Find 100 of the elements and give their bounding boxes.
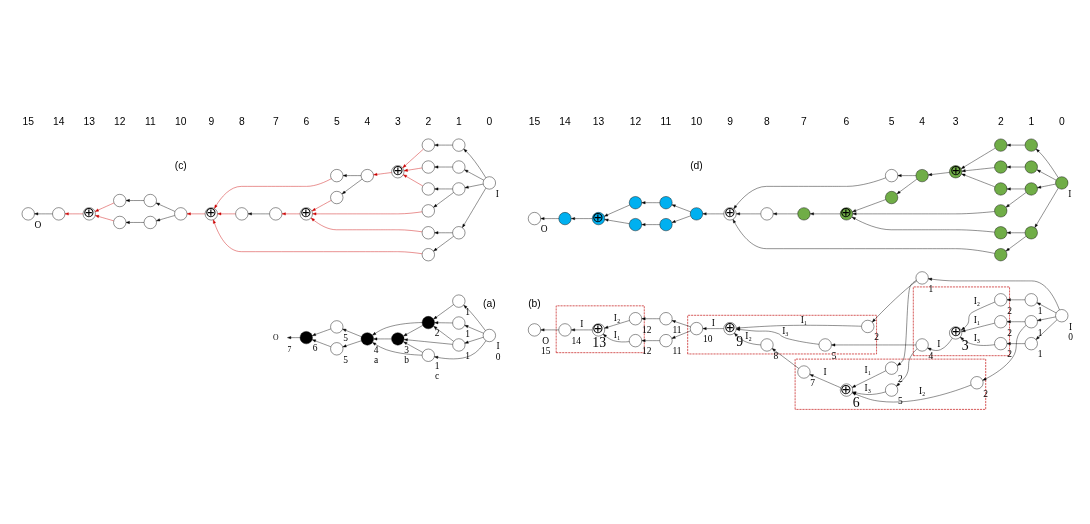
node-circle (421, 348, 435, 362)
label: 7 (272, 115, 279, 127)
label: 11 (660, 115, 672, 127)
label: 14 (53, 115, 65, 127)
node-circle (659, 334, 673, 348)
node-circle (421, 226, 435, 240)
arrow (433, 192, 454, 208)
node-label: 7 (287, 344, 292, 354)
label: 10 (690, 115, 703, 127)
label: 13 (592, 115, 605, 127)
label: 13 (83, 115, 95, 127)
node-circle (528, 212, 541, 226)
arrow (961, 167, 995, 173)
arrow (896, 178, 918, 195)
arrow (214, 178, 332, 209)
node-circle: ⊕ (204, 207, 218, 221)
label: 0 (1058, 115, 1065, 127)
arrow (852, 384, 972, 403)
arrow (433, 304, 454, 320)
arrow (464, 183, 484, 189)
arrow (312, 211, 423, 216)
node-circle (1024, 160, 1038, 174)
node-label: b (404, 355, 409, 366)
edge-label: I (580, 319, 584, 330)
node-label: 5 (343, 332, 348, 343)
arrow (156, 215, 175, 222)
arrow (641, 317, 660, 321)
arrow (342, 174, 362, 178)
label: 7 (801, 115, 807, 127)
node-label: 1 (1037, 305, 1043, 316)
label: 0 (486, 115, 493, 127)
node-label: 2 (1007, 305, 1012, 316)
label: 14 (559, 115, 571, 127)
edge-label: I₃ (864, 383, 871, 394)
node-label: 6 (852, 395, 860, 411)
node-circle (143, 216, 157, 229)
node-circle (360, 169, 374, 183)
node-label: 12 (641, 324, 652, 335)
node-circle (558, 323, 572, 337)
node-label: 6 (312, 343, 318, 354)
arrow (342, 340, 362, 348)
node-label: 12 (641, 346, 652, 357)
node-circle (994, 226, 1008, 240)
edge-label: I₂ (745, 330, 752, 341)
arrow (604, 218, 630, 224)
arrow (464, 337, 484, 344)
arrow (897, 174, 917, 178)
arrow (733, 177, 886, 210)
edge-label: I₃ (973, 332, 981, 343)
node-circle (360, 332, 374, 346)
arrow (1006, 187, 1026, 191)
arrow (434, 231, 453, 235)
arrow (372, 342, 423, 356)
node-circle (558, 212, 572, 226)
arrow (1006, 143, 1026, 147)
arrow (464, 169, 484, 181)
node-circle (690, 207, 703, 221)
node-circle (970, 376, 984, 390)
node-circle (421, 204, 435, 218)
node-label: 1 (465, 350, 470, 361)
node-label: 0 (495, 351, 501, 362)
node-circle (659, 196, 673, 210)
label: 2 (425, 115, 432, 127)
node-circle (1055, 176, 1069, 190)
arrow (1006, 320, 1026, 324)
arrow (403, 338, 453, 345)
node-circle (915, 338, 929, 352)
node-circle (52, 207, 66, 221)
edge-label: I₁ (800, 314, 808, 325)
node-circle (452, 182, 466, 196)
node-circle (113, 194, 127, 207)
arrow (732, 219, 995, 254)
arrow (341, 178, 363, 195)
arrow (434, 143, 453, 147)
node-circle: ⊕ (592, 212, 605, 226)
node-circle (885, 361, 899, 375)
node-circle (113, 216, 127, 229)
arrow (927, 338, 953, 351)
node-circle: ⊕ (840, 207, 853, 221)
label: 5 (333, 115, 340, 127)
label: 4 (919, 115, 925, 127)
arrow (312, 339, 331, 347)
label: 9 (208, 115, 215, 127)
node-label: O (540, 224, 548, 235)
node-circle (760, 207, 774, 221)
node-circle (528, 323, 541, 337)
node-label: O (34, 219, 42, 230)
arrow (311, 200, 332, 212)
arrow (831, 343, 917, 347)
label: 9 (727, 115, 733, 127)
arrow (702, 212, 724, 216)
arrow (1036, 302, 1057, 314)
node-circle (482, 329, 496, 342)
node-circle (330, 342, 344, 356)
node-circle (421, 138, 435, 152)
arrow (94, 202, 115, 212)
arrow (1037, 183, 1056, 189)
arrow (402, 148, 424, 168)
arrow (433, 326, 454, 342)
node-circle (452, 226, 466, 240)
